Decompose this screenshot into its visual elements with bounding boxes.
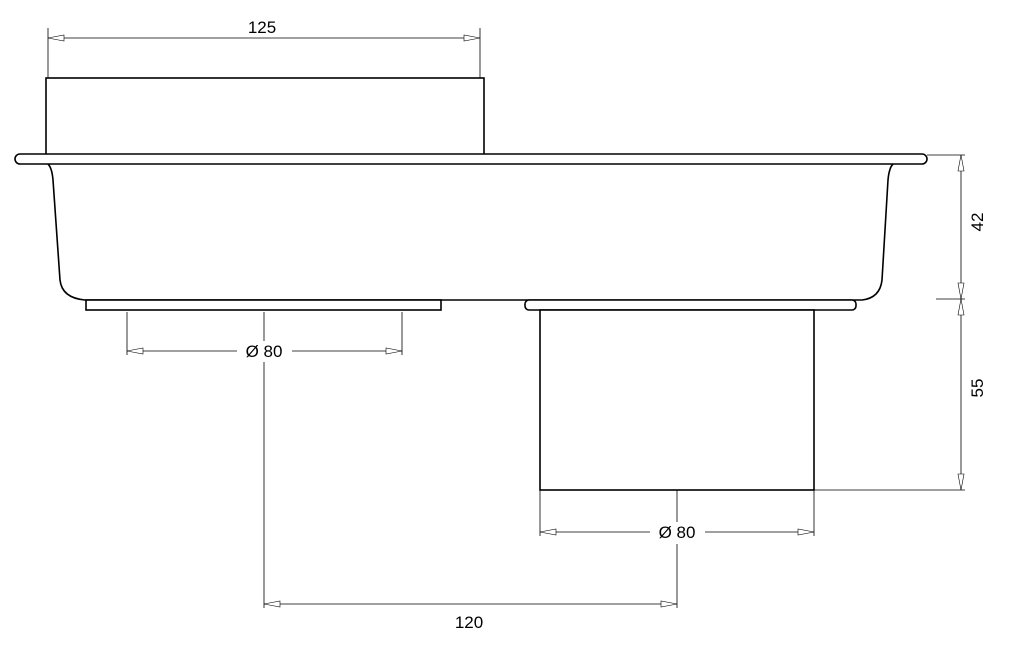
dim-lower-height-label: 55 [968, 379, 987, 398]
dim-right-diameter [539, 490, 815, 536]
dim-right-diameter-label: Ø 80 [659, 523, 696, 542]
dim-vertical [814, 154, 965, 491]
top-collar [45, 77, 485, 157]
basin-body [47, 163, 894, 301]
dim-center-distance-label: 120 [455, 613, 483, 632]
dim-upper-height-label: 42 [968, 213, 987, 232]
dim-top-width [47, 28, 481, 78]
outlet-pipe [539, 309, 815, 491]
dim-left-diameter-label: Ø 80 [246, 342, 283, 361]
bottom-left-plate [85, 299, 442, 311]
flange-rim [14, 153, 928, 165]
dim-center-distance [263, 312, 678, 608]
dim-top-width-label: 125 [248, 18, 276, 37]
bottom-right-plate [524, 299, 857, 311]
dim-left-diameter [126, 312, 403, 355]
